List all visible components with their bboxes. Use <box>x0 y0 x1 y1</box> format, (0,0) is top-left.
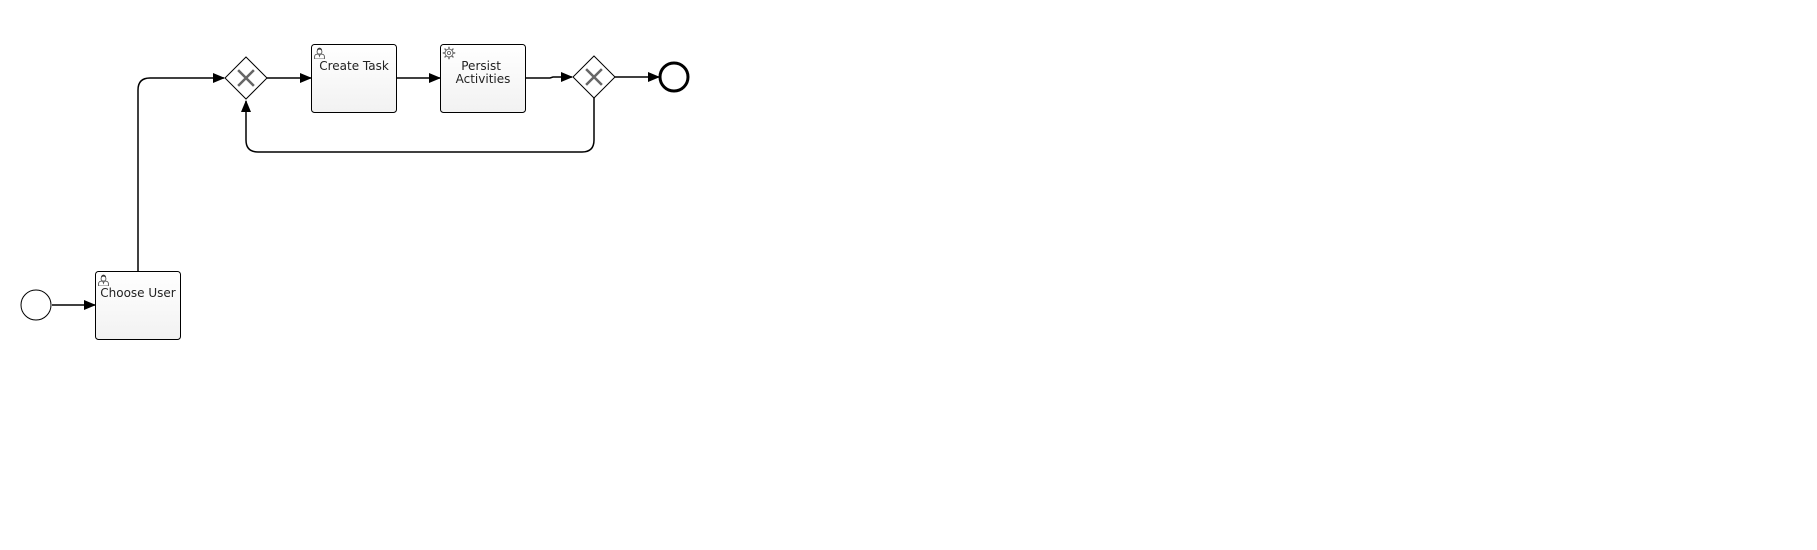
task-choose-user-label: Choose User <box>100 286 176 300</box>
task-persist-activities[interactable]: Persist Activities <box>440 44 526 113</box>
task-choose-user[interactable]: Choose User <box>95 271 181 340</box>
sequence-flows <box>52 72 660 310</box>
task-persist-activities-label-line-1: Persist <box>461 59 501 73</box>
flow-split-gateway-loop-back[interactable] <box>241 98 595 153</box>
task-choose-user-box <box>95 271 181 340</box>
task-create-task-label: Create Task <box>319 59 389 73</box>
flow-choose-user-to-merge-gateway[interactable] <box>137 73 225 271</box>
split-exclusive-gateway[interactable] <box>572 55 616 99</box>
exclusive-x-icon <box>585 68 603 86</box>
end-event[interactable] <box>658 61 690 93</box>
exclusive-x-icon <box>237 69 255 87</box>
task-create-task-box <box>311 44 397 113</box>
merge-exclusive-gateway[interactable] <box>224 56 268 100</box>
task-persist-activities-label: Persist Activities <box>456 59 511 86</box>
task-persist-activities-label-line-2: Activities <box>456 72 511 86</box>
start-event[interactable] <box>20 289 52 321</box>
task-persist-activities-box <box>440 44 526 113</box>
task-create-task[interactable]: Create Task <box>311 44 397 113</box>
flow-persist-activities-to-split-gateway[interactable] <box>525 72 573 82</box>
